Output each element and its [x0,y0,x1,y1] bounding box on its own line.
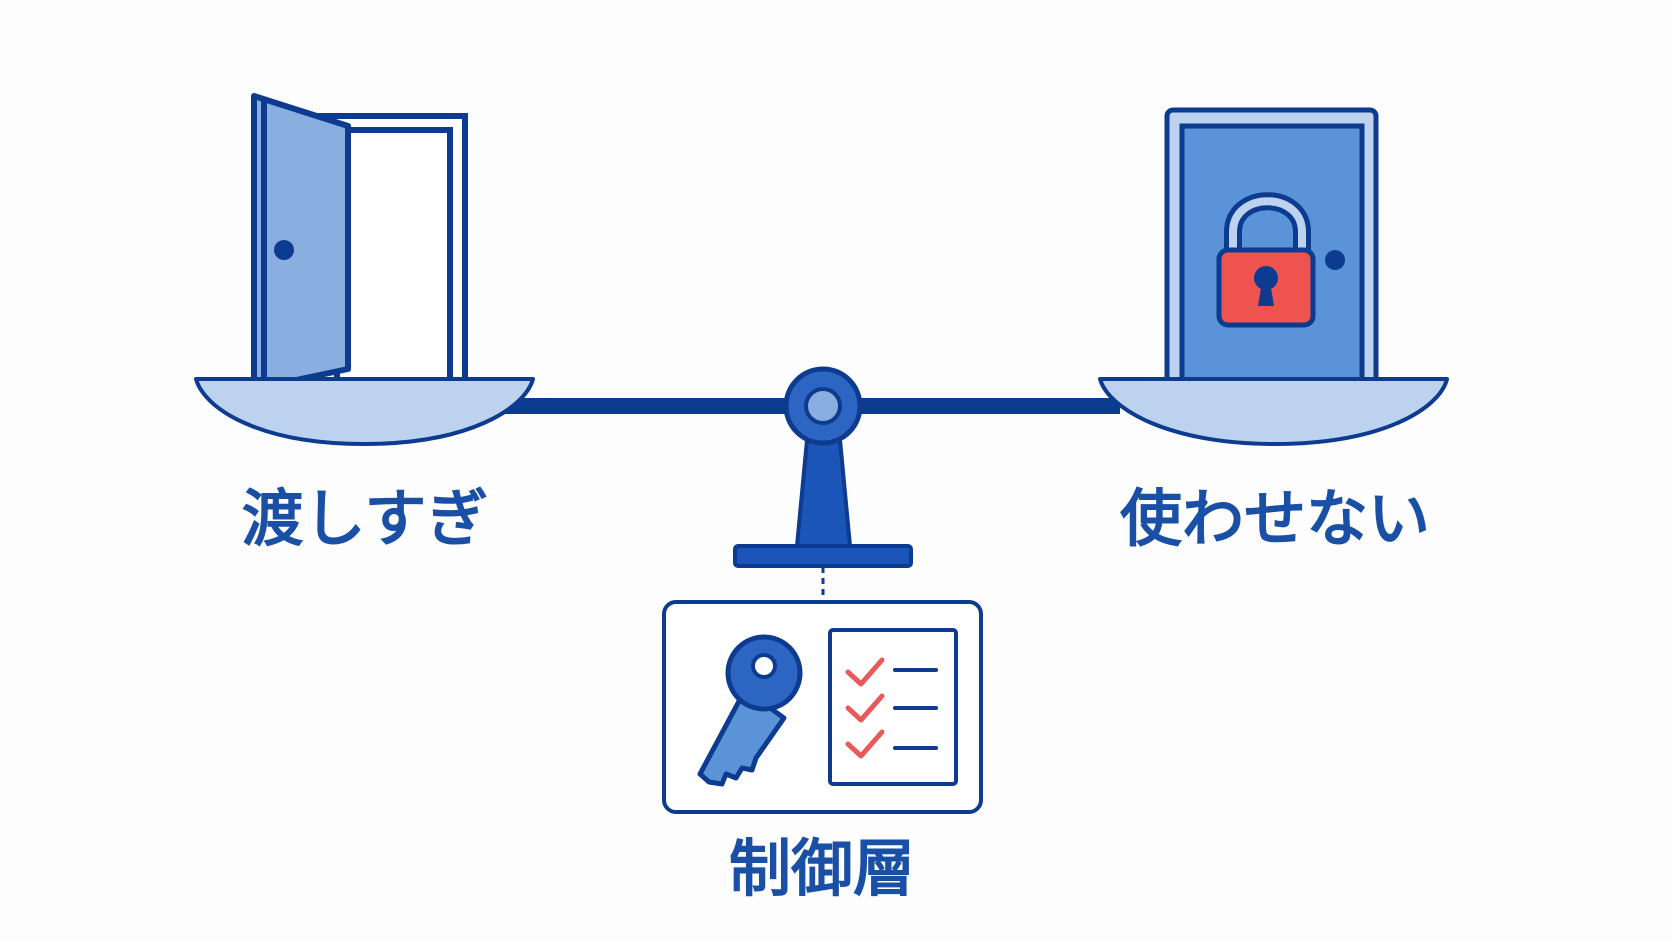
key-icon [697,634,803,787]
left-pan [194,377,535,446]
locked-door-icon [1164,107,1379,391]
right-pan [1098,377,1449,446]
label-control-layer: 制御層 [728,832,916,905]
fulcrum-pivot-icon [733,366,913,568]
label-not-usable: 使わせない [1119,482,1431,555]
label-too-much-access: 渡しすぎ [241,482,489,555]
open-door-icon [251,93,468,392]
checklist-icon [828,628,958,786]
padlock-icon [1216,192,1316,328]
